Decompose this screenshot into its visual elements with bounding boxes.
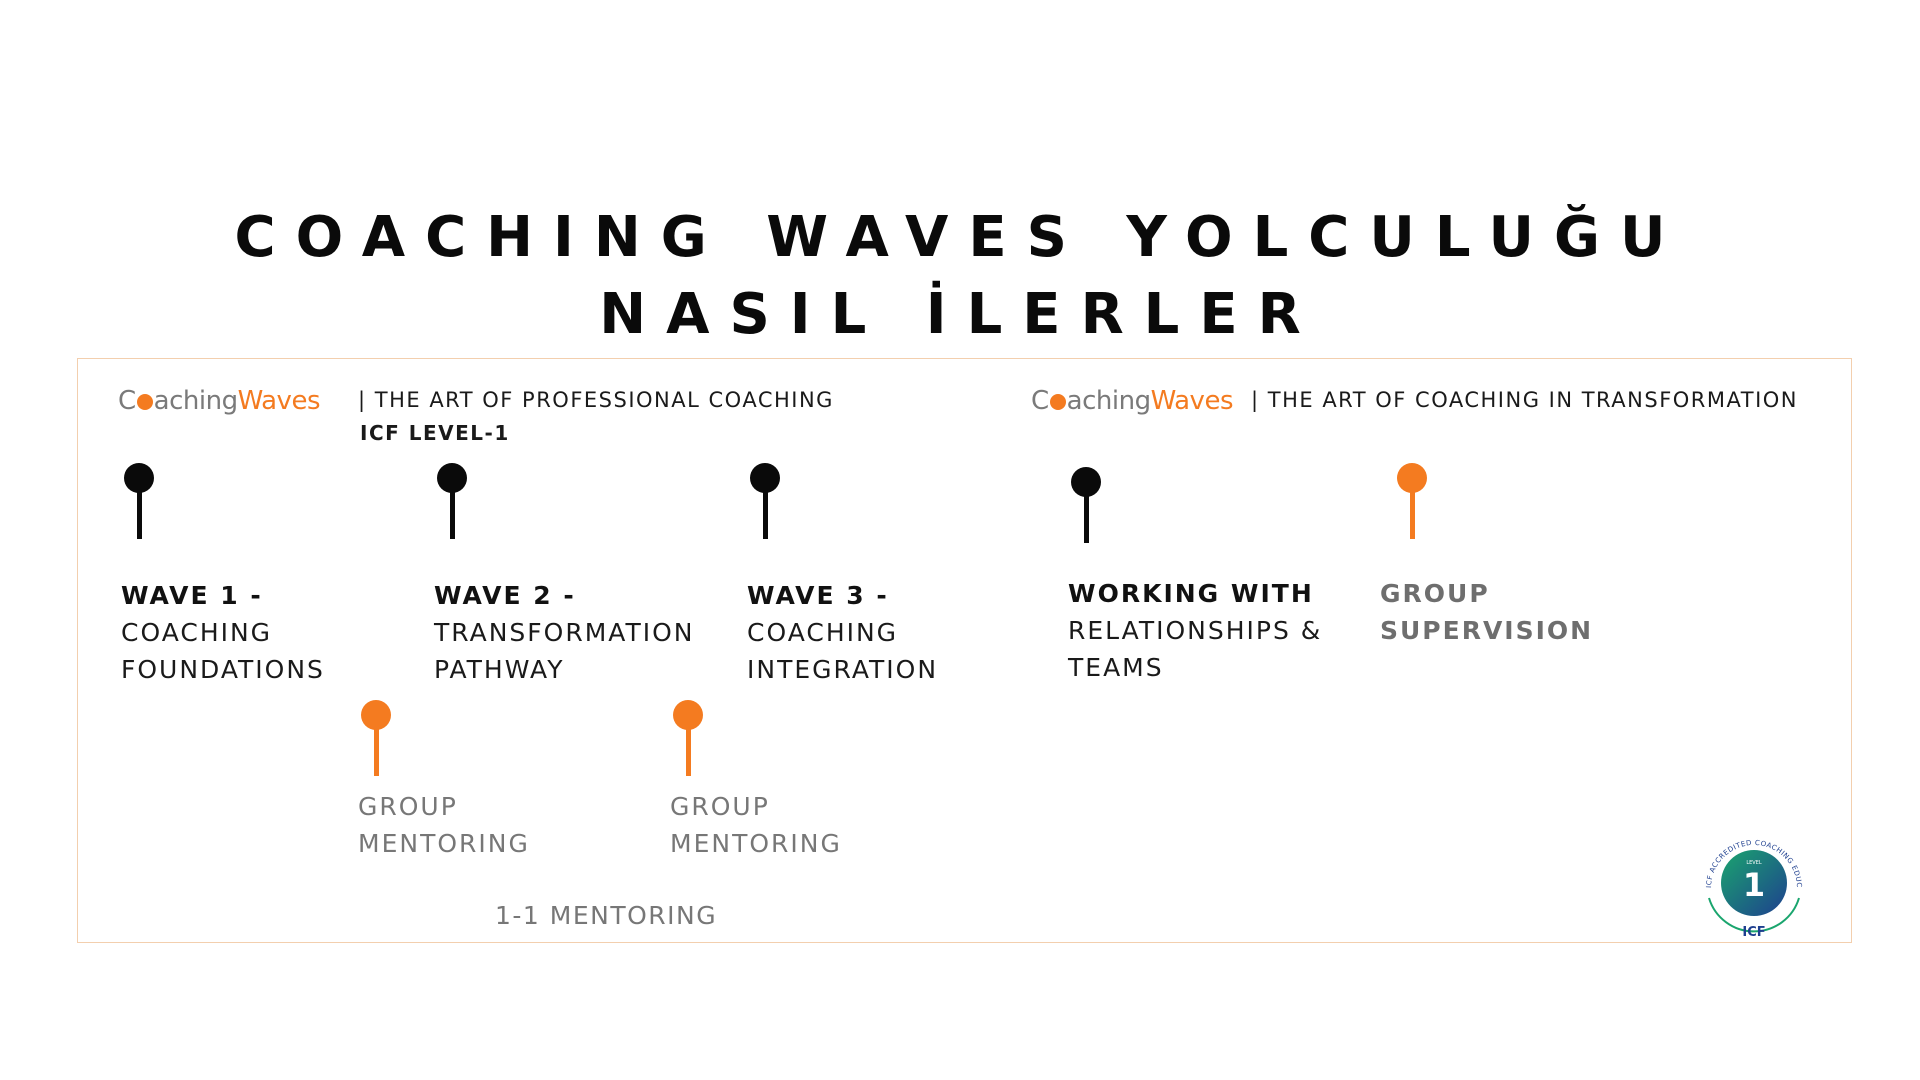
stage-2-pin-icon — [437, 463, 469, 543]
icf-level-1-badge: ICF ACCREDITED COACHING EDUCATION LEVEL … — [1697, 826, 1806, 940]
stage-4-pin-icon — [1071, 467, 1103, 547]
badge-level-word: LEVEL — [1746, 860, 1762, 866]
mentoring-2-pin-icon — [673, 700, 705, 780]
mentoring-1-pin-icon — [361, 700, 393, 780]
program-name-right: | THE ART OF COACHING IN TRANSFORMATION — [1251, 388, 1799, 412]
program-level-left: ICF LEVEL-1 — [360, 421, 510, 445]
journey-frame — [77, 358, 1852, 943]
logo-ball-icon — [1049, 394, 1066, 410]
stage-5-pin-icon — [1397, 463, 1429, 543]
stage-1-pin-icon — [124, 463, 156, 543]
badge-org-text: ICF — [1742, 925, 1765, 940]
one-to-one-mentoring-label: 1-1 MENTORING — [495, 901, 718, 930]
stage-3-pin-icon — [750, 463, 782, 543]
program-name-left: | THE ART OF PROFESSIONAL COACHING — [358, 388, 834, 412]
badge-level-number: 1 — [1743, 866, 1765, 904]
logo-ball-icon — [136, 394, 153, 410]
page-title-line-1: COACHING WAVES YOLCULUĞU — [234, 205, 1686, 270]
page-title-line-2: NASIL İLERLER — [599, 282, 1321, 347]
